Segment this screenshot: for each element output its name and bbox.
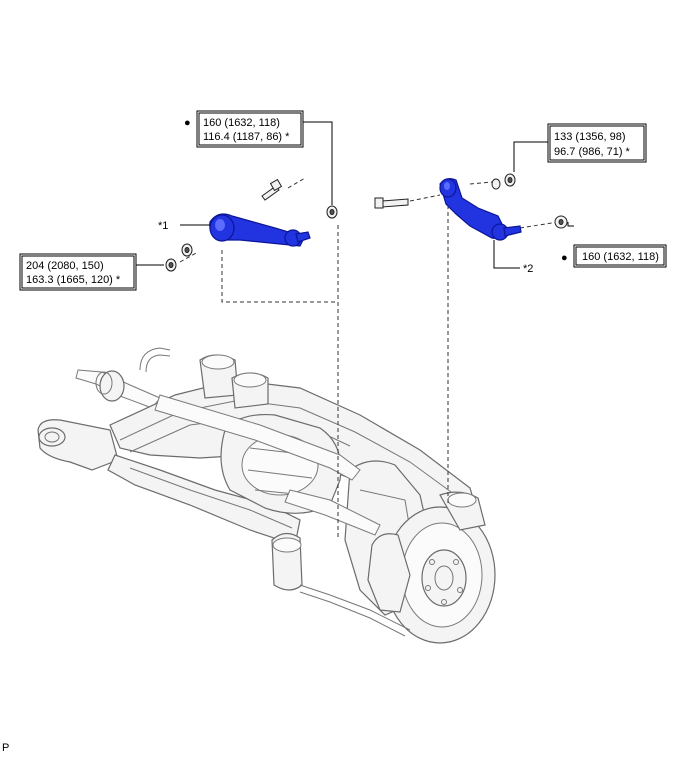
part-label-2: *2 [523, 263, 533, 275]
nut-lower-right [554, 215, 568, 229]
torque-callout-upper-right: 133 (1356, 98) 96.7 (986, 71) * [547, 123, 647, 163]
torque-callout-left-nut: 204 (2080, 150) 163.3 (1665, 120) * [19, 253, 137, 291]
callout-text-line1: 160 (1632, 118) [203, 117, 280, 129]
torque-callout-upper-left: 160 (1632, 118) 116.4 (1187, 86) * ● [184, 110, 304, 148]
assembly-guide-lines [179, 177, 559, 540]
upper-arm-2 [439, 178, 522, 241]
nut-upper-right [491, 173, 516, 190]
torque-callout-right-nut: 160 (1632, 118) ● [561, 244, 667, 268]
callout-text-line2: 163.3 (1665, 120) * [26, 274, 121, 286]
bullet-marker: ● [184, 117, 191, 129]
callout-text-line1: 133 (1356, 98) [554, 131, 626, 143]
callout-text-line2: 96.7 (986, 71) * [554, 146, 631, 158]
upper-arm-1 [209, 213, 311, 247]
callout-text-line2: 116.4 (1187, 86) * [203, 131, 290, 143]
bolt-upper-left [261, 178, 283, 201]
nut-upper-left [326, 205, 338, 219]
bolt-right [374, 197, 409, 209]
callout-text-line1: 204 (2080, 150) [26, 260, 104, 272]
leader-lines [135, 121, 574, 269]
callout-text-line1: 160 (1632, 118) [582, 251, 659, 263]
rear-suspension-assembly [37, 347, 496, 644]
nut-left [165, 243, 193, 272]
bullet-marker: ● [561, 252, 568, 264]
corner-mark: P [2, 742, 9, 754]
part-label-1: *1 [158, 220, 168, 232]
